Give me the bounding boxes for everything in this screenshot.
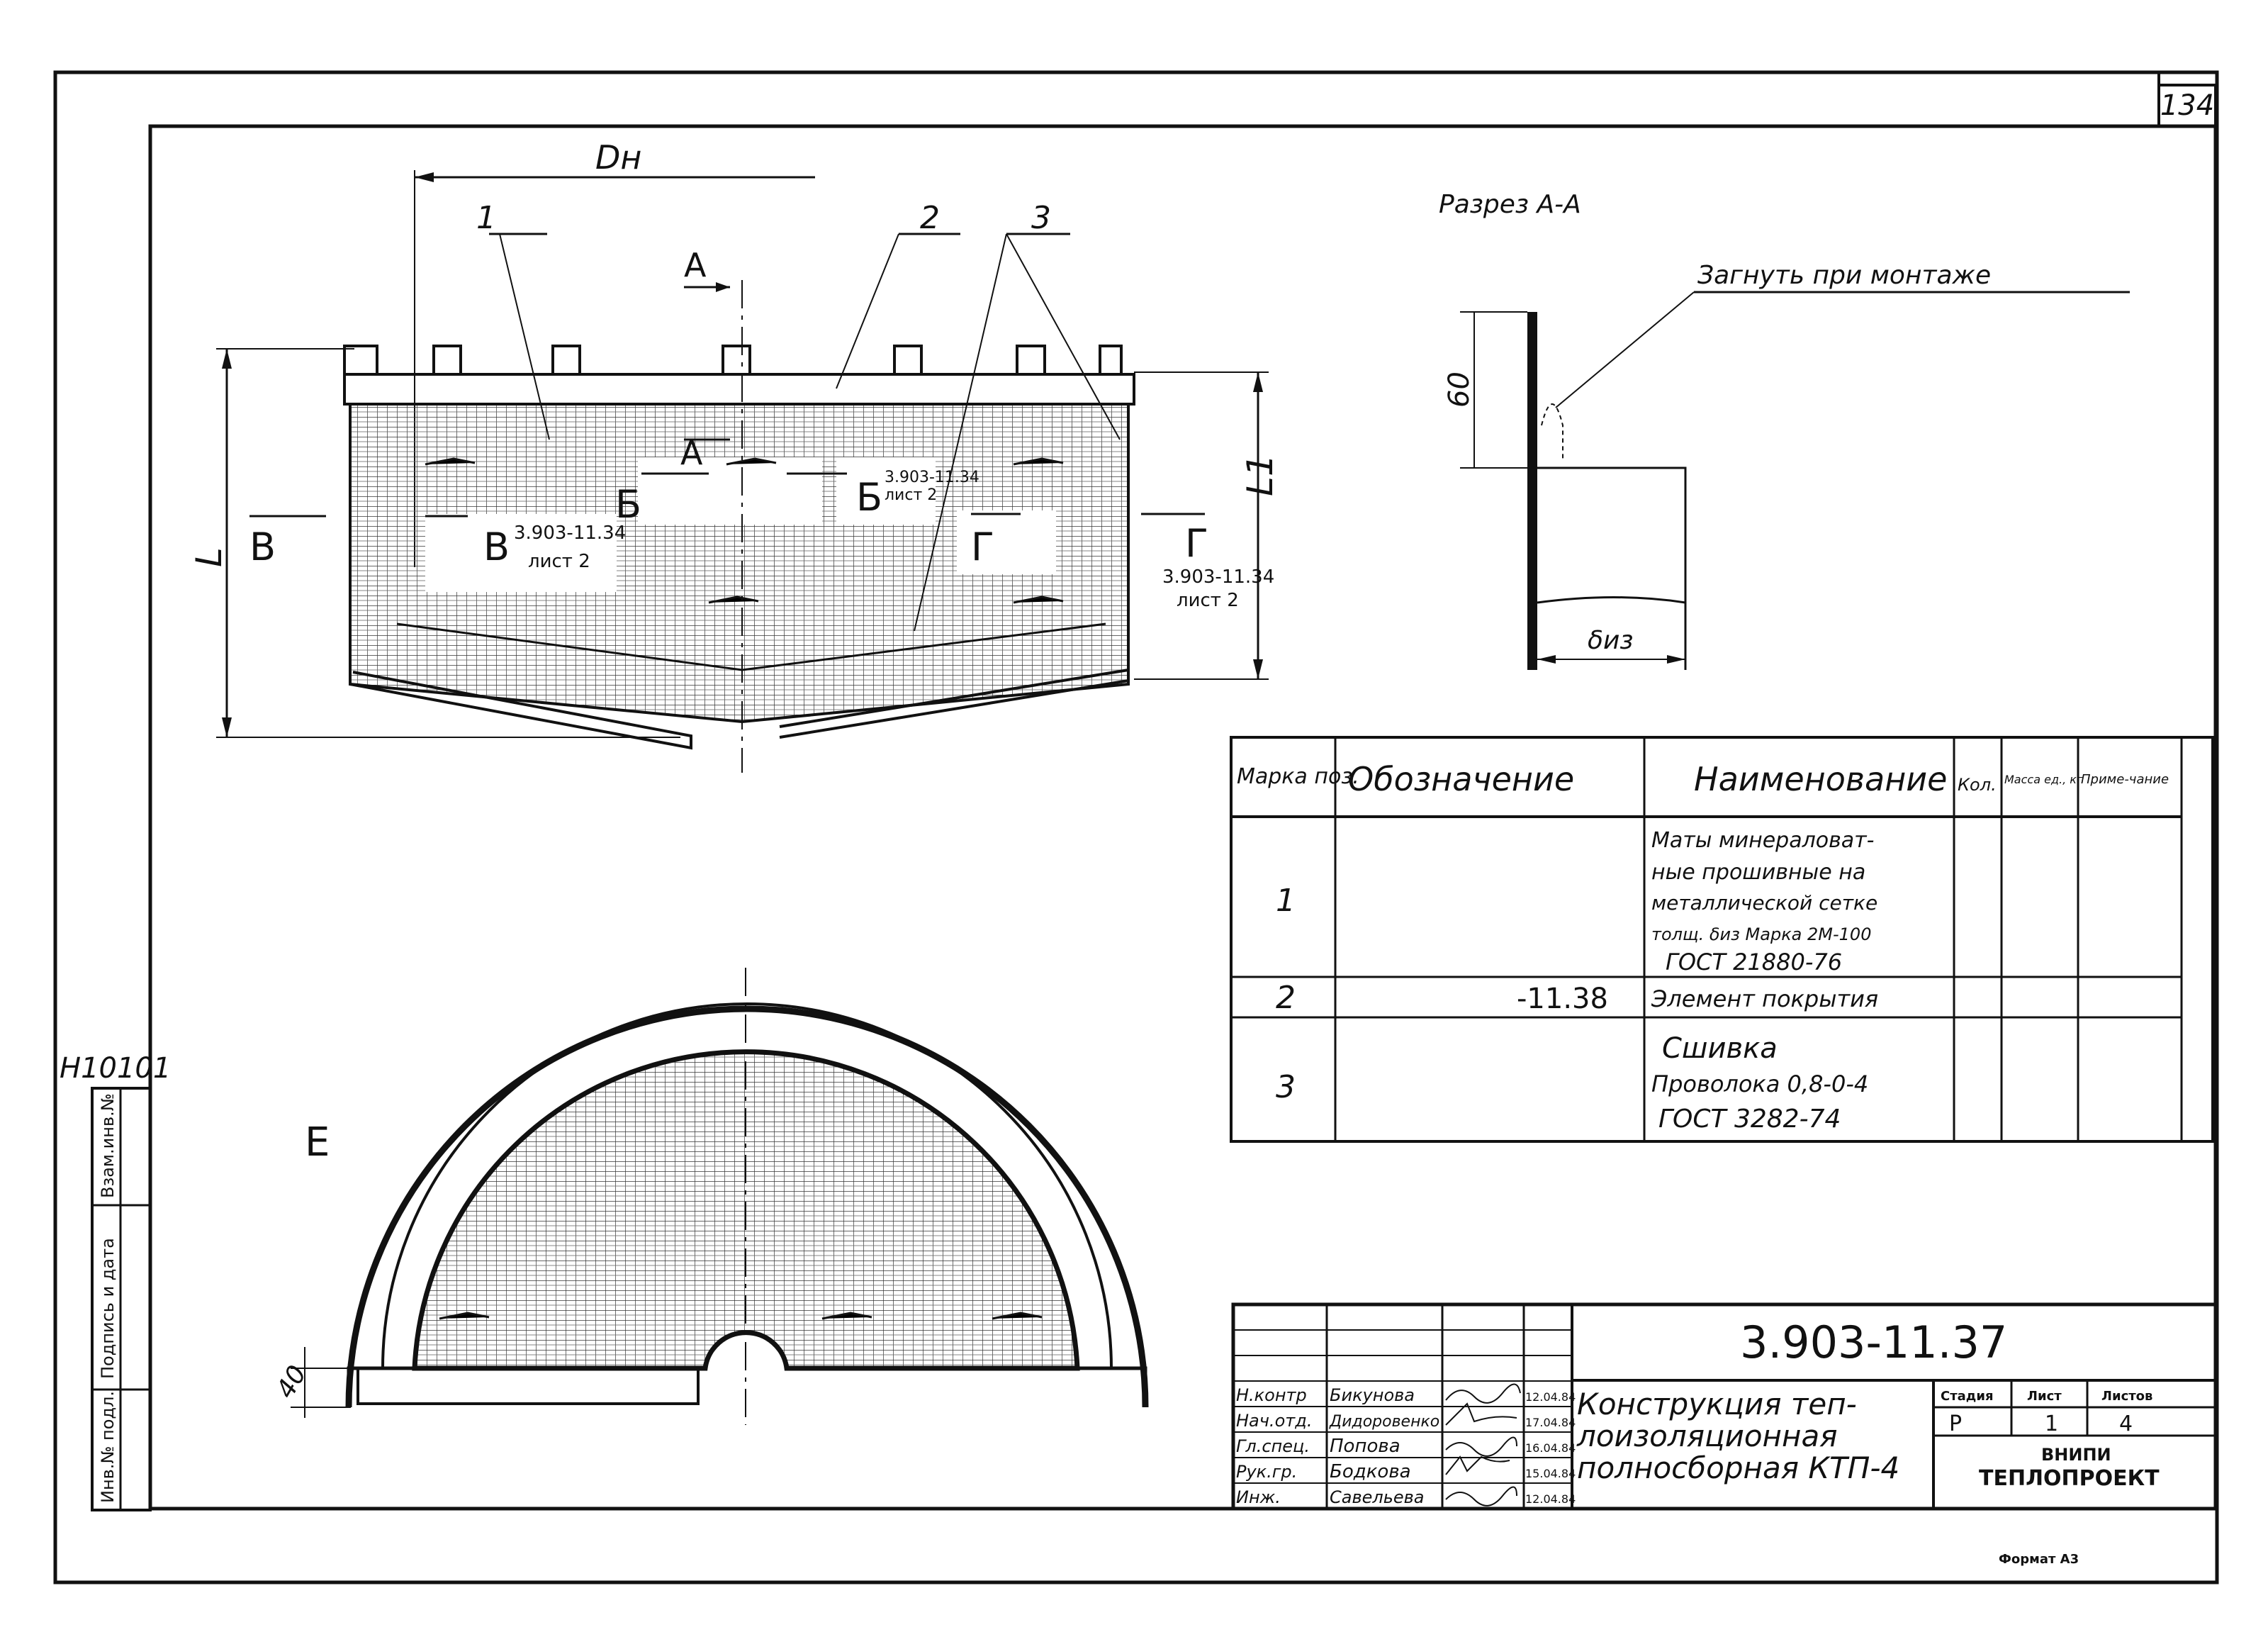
signer-3-name: Попова [1330, 1436, 1400, 1457]
row-1-name-2: ные прошивные на [1651, 860, 1865, 885]
signer-5-role: Инж. [1236, 1487, 1281, 1507]
side-stamp-col1: Инв.№ подл. [98, 1391, 118, 1503]
row-1-name-1: Маты минераловат- [1651, 828, 1875, 853]
dim-L1: L1 [1240, 454, 1281, 496]
signer-1-name: Бикунова [1330, 1385, 1415, 1405]
row-3-name-2: Проволока 0,8-0-4 [1651, 1071, 1868, 1097]
row-2-name-1: Элемент покрытия [1651, 985, 1878, 1012]
section-A-label-mid: A [680, 434, 703, 472]
inner-frame [148, 124, 2218, 1511]
signer-4-role: Рук.гр. [1236, 1462, 1297, 1482]
row-1-name-3: металлической сетке [1651, 891, 1877, 915]
stage-label: Стадия [1941, 1389, 1994, 1404]
signer-4-name: Бодкова [1330, 1461, 1411, 1482]
ref-G-sheet: лист 2 [1177, 590, 1239, 611]
stage-value: Р [1949, 1412, 1962, 1436]
section-V-right: В [483, 525, 510, 569]
sheets-value: 4 [2119, 1412, 2133, 1436]
dim-dn: Dн [595, 138, 642, 177]
title-line-1: Конструкция теп- [1577, 1387, 1857, 1421]
section-B-right: Б [856, 475, 882, 520]
pos-1-label: 1 [476, 200, 496, 236]
row-2-pos: 2 [1276, 980, 1296, 1016]
inventory-code: H10101 [60, 1052, 171, 1085]
ref-G-doc: 3.903-11.34 [1162, 566, 1274, 588]
row-3-pos: 3 [1276, 1069, 1296, 1105]
col-header-qty: Кол. [1958, 775, 1997, 795]
dim-40: 40 [271, 1360, 312, 1403]
section-title: Разрез А-А [1439, 190, 1581, 219]
ref-V-doc: 3.903-11.34 [514, 522, 626, 544]
org-line-2: ТЕПЛОПРОЕКТ [1979, 1466, 2160, 1491]
row-3-name-3: ГОСТ 3282-74 [1658, 1105, 1841, 1134]
row-1-name-5: ГОСТ 21880-76 [1666, 949, 1842, 976]
front-view: Dн L L1 [189, 138, 1281, 773]
col-header-designation: Обозначение [1348, 760, 1574, 798]
dim-60: 60 [1443, 371, 1476, 408]
col-header-mass: Масса ед., кг [2004, 773, 2083, 786]
section-V-left: В [249, 525, 276, 569]
sheet-format: Формат А3 [1999, 1552, 2079, 1567]
signer-5-date: 12.04.84 [1525, 1492, 1576, 1506]
side-stamp-col2: Подпись и дата [98, 1238, 118, 1379]
signer-1-role: Н.контр [1236, 1385, 1307, 1405]
ref-B-doc: 3.903-11.34 [885, 469, 979, 486]
bend-note: Загнуть при монтаже [1697, 261, 1991, 290]
org-line-1: ВНИПИ [2041, 1445, 2111, 1465]
signer-4-date: 15.04.84 [1525, 1467, 1576, 1480]
page-number: 134 [2160, 89, 2214, 122]
col-header-pos: Марка поз. [1237, 764, 1359, 789]
signer-5-name: Савельева [1330, 1487, 1424, 1507]
row-3-name-1: Сшивка [1662, 1032, 1778, 1065]
signer-2-date: 17.04.84 [1525, 1416, 1576, 1429]
sheet-label: Лист [2027, 1389, 2062, 1404]
view-E: Е 40 [271, 968, 1149, 1425]
row-1-name-4: толщ. δиз Марка 2М-100 [1651, 924, 1871, 944]
dim-delta: δиз [1588, 626, 1634, 655]
dim-L: L [189, 547, 230, 567]
signer-2-role: Нач.отд. [1236, 1411, 1312, 1431]
section-B-left: Б [615, 482, 641, 527]
view-E-label: Е [305, 1119, 330, 1166]
signer-2-name: Дидоровенко [1329, 1413, 1439, 1431]
section-G-left: Г [971, 525, 994, 569]
signer-3-date: 16.04.84 [1525, 1441, 1576, 1455]
col-header-name: Наименование [1694, 760, 1947, 798]
title-line-2: лоизоляционная [1576, 1419, 1837, 1453]
row-1-pos: 1 [1276, 883, 1296, 919]
sheets-label: Листов [2101, 1389, 2152, 1404]
pos-3-label: 3 [1031, 200, 1051, 236]
pos-2-label: 2 [920, 200, 940, 236]
signer-3-role: Гл.спец. [1236, 1436, 1310, 1456]
ref-V-sheet: лист 2 [528, 551, 590, 572]
doc-code: 3.903-11.37 [1740, 1317, 2007, 1368]
sheet-value: 1 [2045, 1412, 2058, 1436]
signer-1-date: 12.04.84 [1525, 1390, 1576, 1404]
col-header-note: Приме-чание [2081, 772, 2169, 787]
section-A-label-top: A [684, 246, 707, 284]
row-2-designation: -11.38 [1517, 983, 1608, 1015]
section-G-right: Г [1185, 521, 1208, 566]
spec-table: Марка поз. Обозначение Наименование Кол.… [1230, 736, 2214, 1143]
side-stamp-col3: Взам.инв.№ [98, 1093, 118, 1198]
ref-B-sheet: лист 2 [885, 486, 937, 504]
title-block: Н.контр Бикунова 12.04.84 Нач.отд. Дидор… [1231, 1302, 2218, 1511]
title-line-3: полносборная КТП-4 [1577, 1450, 1899, 1485]
section-a-a: Разрез А-А Загнуть при монтаже 60 δиз [1439, 190, 2130, 670]
